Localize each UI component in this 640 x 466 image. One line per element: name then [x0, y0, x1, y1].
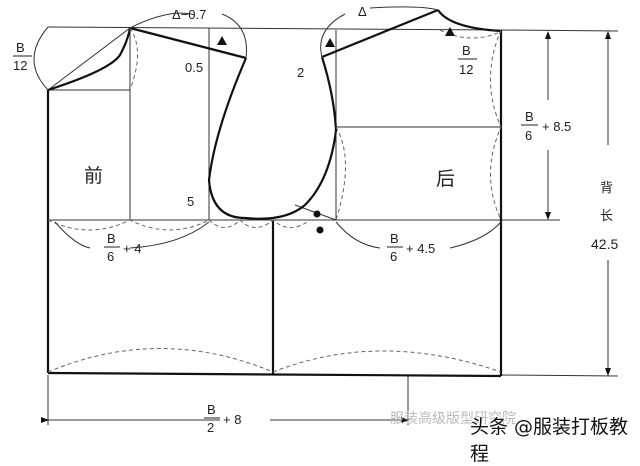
construction-lines: [47, 26, 619, 425]
total-width: B 2 + 8: [204, 402, 241, 435]
front-shoulder-drop: 0.5: [185, 60, 203, 75]
back-length: 背 长 42.5: [591, 181, 618, 252]
watermark-faded: 服装高级版型研究院: [390, 410, 516, 427]
suffix: + 4: [123, 241, 141, 256]
label-line1: 背: [600, 181, 613, 196]
dashed-arcs: [47, 27, 502, 373]
pattern-diagram: 前 后 Δ−0.7 Δ 0.5 2 5 B 12 B 12 B 6 + 4 B …: [13, 4, 619, 435]
numerator: B: [462, 43, 471, 58]
front-label: 前: [84, 165, 103, 187]
back-neck-width: B 12: [458, 43, 477, 77]
label-line2: 长: [600, 209, 613, 224]
dot-marker: [313, 210, 321, 218]
measure-arcs: [33, 6, 611, 423]
triangle-marker: [445, 27, 455, 36]
denominator: 2: [207, 420, 214, 435]
suffix: + 8: [223, 412, 241, 427]
back-label: 后: [436, 168, 455, 190]
numerator: B: [390, 231, 399, 246]
back-shoulder-label: Δ: [358, 4, 367, 19]
denominator: 12: [459, 62, 473, 77]
triangle-marker: [217, 36, 227, 45]
back-shoulder-drop: 2: [297, 65, 304, 80]
numerator: B: [525, 109, 534, 124]
back-chest-width: B 6 + 4.5: [387, 231, 435, 264]
outline: [46, 8, 503, 378]
front-shoulder-label: Δ−0.7: [172, 7, 206, 22]
numerator: B: [107, 231, 116, 246]
front-neck-width: B 12: [13, 40, 32, 73]
dot-marker: [316, 226, 324, 234]
watermark: 头条 @服装打板教程: [470, 416, 629, 465]
denominator: 6: [525, 128, 532, 143]
denominator: 12: [13, 58, 27, 73]
front-chest-width: B 6 + 4: [104, 231, 141, 264]
numerator: B: [207, 402, 216, 417]
value: 42.5: [591, 236, 618, 252]
suffix: + 4.5: [406, 241, 435, 256]
numerator: B: [16, 40, 25, 55]
armhole-depth: B 6 + 8.5: [521, 109, 571, 143]
markers: [217, 27, 455, 234]
armhole-front-label: 5: [187, 194, 194, 209]
triangle-marker: [325, 38, 335, 47]
suffix: + 8.5: [542, 119, 571, 134]
denominator: 6: [390, 249, 397, 264]
denominator: 6: [107, 249, 114, 264]
